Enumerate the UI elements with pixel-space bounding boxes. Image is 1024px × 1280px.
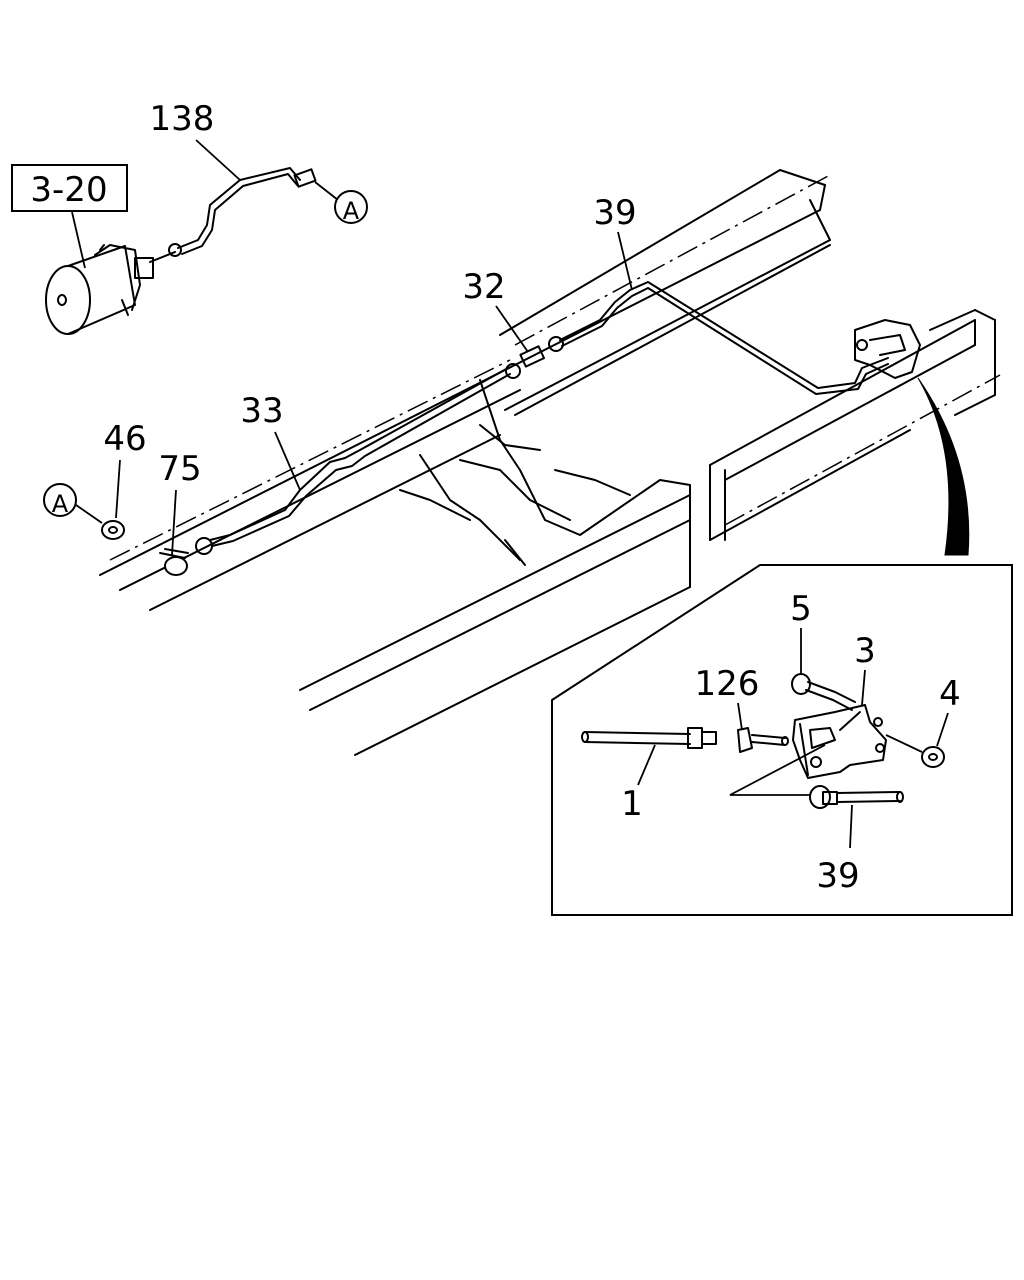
circle-a-top[interactable]: A <box>334 190 368 225</box>
callout-33: 33 <box>240 391 283 431</box>
circle-a-left-label: A <box>52 490 69 518</box>
leader-39-detail <box>849 804 853 849</box>
callout-126: 126 <box>695 664 760 704</box>
callout-5: 5 <box>790 589 812 629</box>
callout-138: 138 <box>150 99 215 139</box>
callout-1: 1 <box>621 784 643 824</box>
leader-32 <box>495 305 529 353</box>
leader-33 <box>274 431 301 491</box>
pipe-1 <box>581 727 717 749</box>
reference-box-3-20[interactable]: 3-20 <box>11 164 128 212</box>
detail-inset: 1 126 5 3 <box>551 564 1013 916</box>
leader-1 <box>637 744 656 786</box>
leader-75 <box>171 489 177 556</box>
leader-3-20 <box>71 211 86 269</box>
bracket-3 <box>792 704 887 779</box>
leader-a-left <box>75 504 103 524</box>
pointer-v <box>729 744 826 796</box>
clip-126 <box>737 727 789 753</box>
leader-39-main <box>617 231 633 291</box>
nut-4 <box>921 746 945 768</box>
callout-3: 3 <box>854 631 876 671</box>
leader-4-to-bracket <box>885 734 923 753</box>
callout-39-detail: 39 <box>816 856 859 896</box>
callout-46: 46 <box>103 419 146 459</box>
pipe-33 <box>195 367 511 555</box>
master-cylinder <box>45 243 182 335</box>
leader-126 <box>737 702 743 731</box>
pipe-bracket <box>854 319 921 379</box>
circle-a-left[interactable]: A <box>43 483 77 518</box>
leader-138 <box>195 139 241 181</box>
pipe-39 <box>548 281 889 395</box>
leader-46 <box>115 459 121 519</box>
callout-4: 4 <box>939 674 961 714</box>
chassis-frame <box>99 169 1001 756</box>
pipe-138 <box>177 167 317 255</box>
joint-32 <box>505 345 546 379</box>
leader-a-top <box>314 181 339 201</box>
callout-75: 75 <box>158 449 201 489</box>
detail-arrow <box>917 377 970 556</box>
nut-46 <box>101 520 125 540</box>
pipe-39-detail <box>809 785 904 809</box>
callout-32: 32 <box>462 267 505 307</box>
leader-4 <box>936 712 949 747</box>
circle-a-top-label: A <box>343 197 360 225</box>
leader-3 <box>861 669 866 706</box>
reference-box-label: 3-20 <box>30 170 107 210</box>
bolt-75 <box>159 548 189 576</box>
callout-39-main: 39 <box>593 193 636 233</box>
